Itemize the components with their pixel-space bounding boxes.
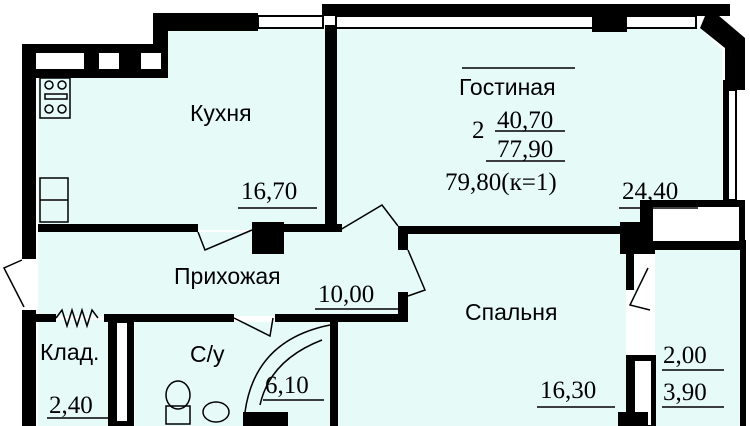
rooms-count: 2 bbox=[472, 117, 485, 144]
apartment-total-area: 77,90 bbox=[497, 136, 553, 163]
living-room-area: 24,40 bbox=[622, 178, 678, 205]
bedroom-name: Спальня bbox=[465, 299, 557, 325]
bathroom-door-icon bbox=[233, 317, 274, 338]
balcony-area: 3,90 bbox=[663, 379, 707, 406]
washbasin-icon bbox=[202, 401, 230, 423]
bathroom-name: С/у bbox=[190, 341, 225, 367]
balcony-floor bbox=[655, 250, 740, 426]
labels: Кухня 16,70 Гостиная 2 40,70 77,90 79,80… bbox=[40, 67, 724, 419]
room-floors bbox=[38, 25, 740, 426]
kitchen-floor bbox=[165, 25, 333, 230]
hallway-area: 10,00 bbox=[318, 281, 374, 308]
fixtures bbox=[2, 77, 651, 425]
radiator-icon bbox=[55, 307, 99, 329]
total-with-balcony: 79,80(к=1) bbox=[445, 169, 557, 196]
living-area-total: 40,70 bbox=[497, 107, 553, 134]
storage-floor bbox=[38, 320, 110, 426]
living-door-icon bbox=[339, 204, 399, 231]
entrance-door-icon bbox=[2, 259, 25, 308]
hallway-name: Прихожая bbox=[174, 263, 281, 289]
bedroom-area: 16,30 bbox=[540, 377, 596, 404]
kitchen-floor-left bbox=[38, 78, 168, 230]
walls bbox=[22, 4, 746, 426]
kitchen-name: Кухня bbox=[190, 100, 252, 126]
balcony-door-icon bbox=[628, 267, 651, 311]
kitchen-area: 16,70 bbox=[241, 178, 297, 205]
storage-area: 2,40 bbox=[49, 392, 93, 419]
kitchen-door-icon bbox=[197, 229, 253, 251]
living-name: Гостиная bbox=[459, 74, 556, 100]
bedroom-floor bbox=[336, 232, 626, 426]
stove-icon bbox=[39, 77, 71, 119]
bedroom-door-icon bbox=[407, 249, 427, 297]
bathtub-icon bbox=[244, 324, 331, 413]
living-floor bbox=[336, 28, 722, 232]
storage-name: Клад. bbox=[40, 339, 99, 365]
balcony-area-reduced: 2,00 bbox=[663, 342, 707, 369]
toilet-icon bbox=[165, 380, 191, 410]
bathroom-area: 6,10 bbox=[265, 372, 309, 399]
bathroom-floor bbox=[135, 322, 333, 426]
